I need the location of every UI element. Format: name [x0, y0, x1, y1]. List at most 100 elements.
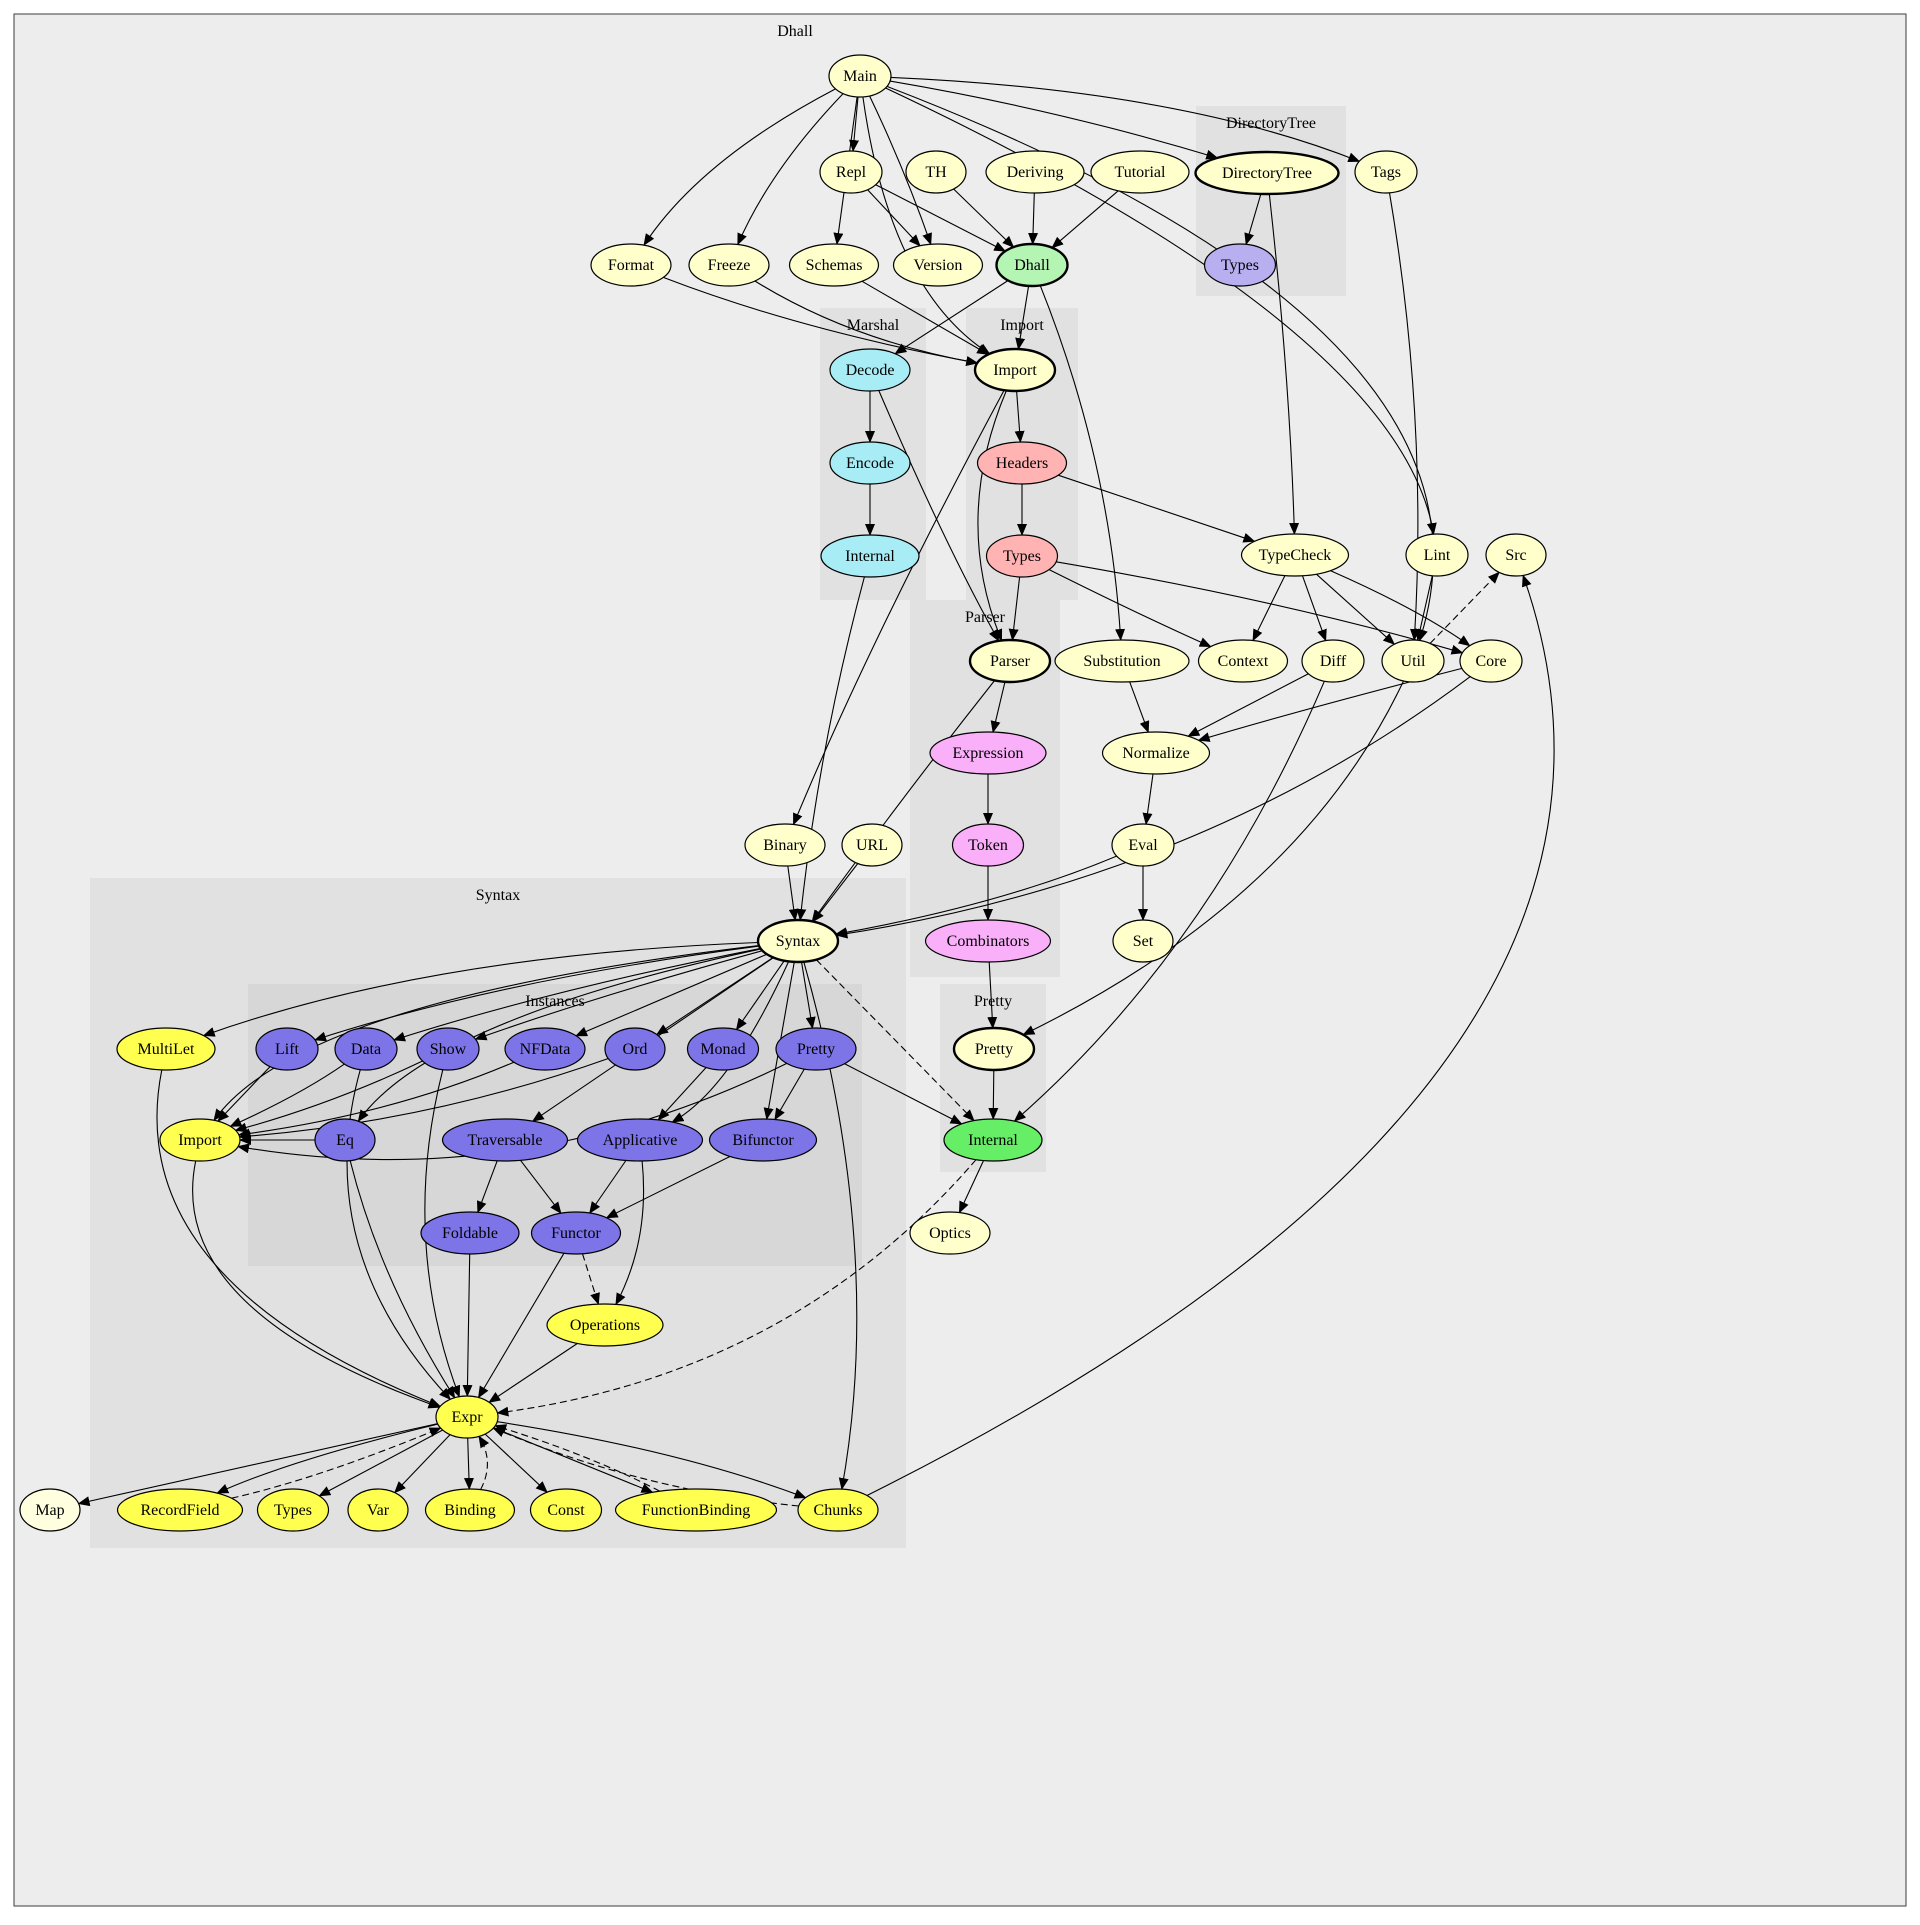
node-set: Set: [1112, 919, 1174, 963]
node-label-monad: Monad: [700, 1041, 745, 1058]
node-label-import: Import: [993, 362, 1037, 379]
edge-applicative-to-functor: [589, 1160, 627, 1214]
node-label-foldable: Foldable: [442, 1225, 498, 1242]
node-stypes: Types: [256, 1488, 330, 1532]
edge-syntax-to-pinternal: [815, 959, 975, 1122]
node-decode: Decode: [829, 348, 911, 392]
node-ellipse-binary: [744, 823, 826, 867]
edge-util-to-pretty: [1022, 680, 1404, 1036]
node-ellipse-pretty: [952, 1026, 1036, 1072]
node-ellipse-tags: [1354, 150, 1418, 194]
node-multilet: MultiLet: [116, 1027, 216, 1071]
node-ellipse-pinternal: [943, 1118, 1043, 1162]
edge-foldable-to-expr: [462, 1253, 473, 1397]
node-th: TH: [905, 150, 967, 194]
node-ellipse-repl: [819, 150, 883, 194]
node-label-format: Format: [608, 257, 655, 274]
node-ellipse-token: [951, 823, 1025, 867]
node-label-stypes: Types: [274, 1502, 312, 1519]
edge-functor-to-expr: [477, 1252, 565, 1399]
node-label-src: Src: [1505, 547, 1526, 564]
edge-show-to-simport: [234, 1060, 423, 1133]
node-ellipse-stypes: [256, 1488, 330, 1532]
node-ellipse-prettyi: [775, 1027, 857, 1071]
node-chunks: Chunks: [797, 1488, 879, 1532]
node-ellipse-applicative: [576, 1118, 704, 1162]
edge-expr-to-const: [484, 1433, 548, 1493]
edge-operations-to-expr: [488, 1343, 578, 1403]
node-label-expr: Expr: [451, 1409, 483, 1426]
node-ellipse-expr: [435, 1395, 499, 1439]
node-label-directorytree: DirectoryTree: [1222, 165, 1312, 182]
node-pretty: Pretty: [952, 1026, 1036, 1072]
node-context: Context: [1197, 639, 1289, 683]
node-ellipse-encode: [829, 441, 911, 485]
node-var: Var: [347, 1488, 409, 1532]
node-combinators: Combinators: [924, 919, 1052, 963]
node-freeze: Freeze: [688, 243, 770, 287]
node-ellipse-chunks: [797, 1488, 879, 1532]
edge-traversable-to-functor: [520, 1159, 562, 1214]
edge-typecheck-to-core: [1330, 570, 1471, 647]
edge-expr-to-recordfield: [216, 1423, 438, 1494]
node-minternal: Internal: [820, 534, 920, 578]
node-ellipse-traversable: [441, 1118, 569, 1162]
edge-minternal-to-syntax: [796, 576, 865, 921]
edge-normalize-to-eval: [1142, 773, 1154, 826]
edge-import-to-parser: [977, 390, 1007, 642]
node-ellipse-combinators: [924, 919, 1052, 963]
node-ellipse-foldable: [420, 1211, 520, 1255]
cluster-label-instances: Instances: [525, 993, 585, 1010]
edge-import-to-binary: [792, 389, 1005, 826]
edge-syntax-to-multilet: [202, 941, 759, 1037]
node-dhall: Dhall: [995, 242, 1069, 288]
node-label-binary: Binary: [763, 837, 807, 854]
node-label-var: Var: [367, 1502, 390, 1519]
edge-pretty-to-pinternal: [988, 1069, 999, 1120]
edge-syntax-to-nfdata: [575, 953, 768, 1037]
edge-syntax-to-lift: [314, 945, 760, 1042]
edge-chunks-to-src: [866, 574, 1555, 1496]
node-label-typecheck: TypeCheck: [1259, 547, 1332, 564]
node-label-diff: Diff: [1320, 653, 1347, 670]
node-label-lint: Lint: [1424, 547, 1451, 564]
edge-main-to-tags: [890, 76, 1361, 162]
node-ellipse-th: [905, 150, 967, 194]
node-tags: Tags: [1354, 150, 1418, 194]
node-ellipse-dttypes: [1203, 243, 1277, 287]
node-label-headers: Headers: [996, 455, 1048, 472]
node-schemas: Schemas: [788, 243, 880, 287]
node-label-url: URL: [856, 837, 888, 854]
node-label-nfdata: NFData: [520, 1041, 571, 1058]
node-ellipse-eval: [1111, 823, 1175, 867]
node-import: Import: [973, 347, 1057, 393]
node-ellipse-bifunctor: [708, 1118, 818, 1162]
edge-directorytree-to-dttypes: [1244, 193, 1262, 246]
edge-expr-to-chunks: [497, 1421, 807, 1499]
node-operations: Operations: [546, 1303, 664, 1347]
node-ellipse-substitution: [1054, 639, 1190, 683]
edge-directorytree-to-typecheck: [1268, 193, 1300, 535]
node-typecheck: TypeCheck: [1240, 533, 1350, 577]
edge-syntax-to-monad: [735, 960, 785, 1031]
node-ellipse-monad: [686, 1027, 760, 1071]
node-ellipse-syntax: [756, 918, 840, 964]
edge-itypes-to-parser: [1008, 576, 1021, 641]
node-encode: Encode: [829, 441, 911, 485]
node-ellipse-minternal: [820, 534, 920, 578]
node-foldable: Foldable: [420, 1211, 520, 1255]
node-functor: Functor: [530, 1211, 622, 1255]
node-ellipse-src: [1485, 533, 1547, 577]
node-version: Version: [892, 243, 984, 287]
edge-typecheck-to-context: [1252, 575, 1286, 642]
node-label-schemas: Schemas: [806, 257, 863, 274]
node-diff: Diff: [1301, 639, 1365, 683]
node-syntax: Syntax: [756, 918, 840, 964]
node-label-eq: Eq: [336, 1132, 354, 1149]
node-dttypes: Types: [1203, 243, 1277, 287]
edge-repl-to-version: [867, 189, 921, 247]
node-ellipse-const: [529, 1488, 603, 1532]
node-bifunctor: Bifunctor: [708, 1118, 818, 1162]
